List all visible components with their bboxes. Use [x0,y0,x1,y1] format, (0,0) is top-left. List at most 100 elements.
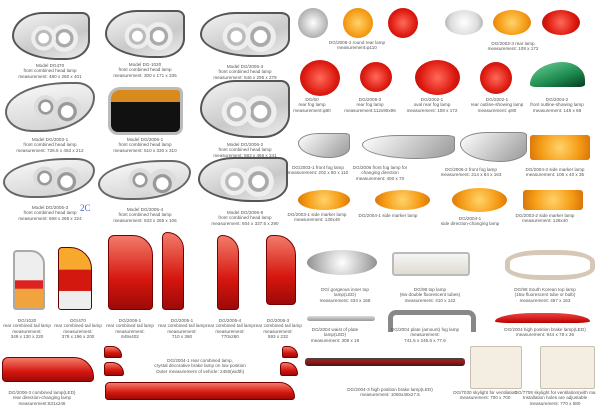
lamp-image [307,250,377,275]
caption-line: DG/2003-3 rear lamp [491,41,535,46]
caption-line: measurement: 480 x 260 x 401 [18,73,82,79]
caption-line: (6w double fluorescent tubes) [399,292,461,298]
caption-line: measurement:112x90x96 [344,107,396,113]
caption-line: measurement: [263,328,293,334]
product-caption: DG/2004-3 high position brake lamp(LED)m… [347,387,433,398]
caption-line: measurement: 546 x 295 x 279 [213,74,277,80]
product-caption: DG/2004 high position brake lamp(LED)mea… [504,327,585,338]
caption-line: DG/2006-3 combined lamp(LED) [8,390,76,395]
caption-line: Model DG/2003-1 [31,137,69,142]
caption-line: DG/2003-1 side marker lamp [287,212,347,217]
caption-line: DG/2004-2 [545,97,569,102]
caption-line: 770x260 [221,334,239,340]
caption-line: DG/2004 high position brake lamp(LED) [504,327,586,332]
caption-line: measurement:φ110 [337,45,377,51]
lamp-image [200,12,290,57]
lamp-image [2,357,94,382]
caption-line: measurement: 700 x 700 [459,395,511,401]
caption-line: measurement: 633 x 265 x 106 [113,217,177,223]
caption-line: measurement: 457 x 163 [519,297,571,303]
caption-line: DG/2005-1 [170,318,194,323]
lamp-image [108,235,153,310]
product-caption: DG/2004-1 side marker lamp [359,213,418,218]
lamp-image [217,235,239,310]
lamp-image [523,190,583,210]
caption-line: Model DG470 [35,63,65,68]
caption-line: front combined head lamp [218,147,272,153]
lamp-image [307,316,375,321]
caption-line: DG/2005-4 [218,318,242,323]
caption-line: front combined head lamp [23,142,77,148]
lamp-image [392,252,470,276]
lamp-image [108,87,183,135]
caption-line: Model DG/2005-4 [126,207,164,212]
caption-line: DG/470 [70,318,86,323]
caption-line: measurement: 148 x 68 [532,107,582,113]
lamp-image [460,132,527,162]
caption-line: DG/98 South Korean top lamp [514,287,576,292]
caption-line: DG/2006-3 [358,97,382,102]
caption-line: front combined head lamp [23,68,77,74]
caption-line: DG/98 top lamp [413,287,447,292]
caption-line: Model DG/2005-3 [31,205,69,210]
caption-line: front combined head lamp [118,212,172,218]
caption-line: 649x402 [121,334,139,340]
caption-line: measurement: [12,328,42,334]
caption-line: measurement: 668 x 265 x 324 [18,215,82,221]
caption-line: rear direction-changing lamp [12,395,72,401]
caption-line: lamp(LED) [334,292,356,298]
lamp-image [282,346,298,358]
caption-line: DG/60 [305,97,319,102]
caption-line: measurement: [410,332,440,338]
lamp-image [58,247,92,310]
caption-line: measurement: 108 x 172 [406,107,458,113]
caption-line: measurement: 308 x 18 [310,337,360,343]
caption-line: DG/2004-3 high position brake lamp(LED) [347,387,433,392]
lamp-image [493,10,531,35]
lamp-image [415,60,460,95]
lamp-image [300,60,340,96]
caption-line: measurement: 106 x 40 x 35 [525,172,585,178]
lamp-image [480,62,512,94]
caption-line: DG/7708 skylight for ventilation(with ma [514,390,596,395]
lamp-image [540,346,595,389]
lamp-image [105,382,295,400]
lamp-image [105,10,185,58]
lamp-image [200,80,290,138]
caption-line: rear combined tail lamp [158,323,206,329]
caption-line: front combined head lamp [23,210,77,216]
caption-line: front outline-showing lamp [530,102,584,108]
caption-line: side direction-changing lamp [440,221,500,227]
caption-line: rear outline-showing lamp [470,102,524,108]
caption-line: DG/2002-1 [485,97,509,102]
lamp-image [530,135,590,160]
caption-line: measurement: 604 x 337.5 x 290 [211,220,279,226]
caption-line: 741.5 x 245.6 x 77.6 [404,337,446,343]
caption-line: measurement: 128x40 [522,218,568,224]
caption-line: rear combined tail lamp [54,323,102,329]
caption-line: lamp(LED) [324,332,346,338]
caption-line: measurement: 108 x 172 [487,46,539,52]
caption-line: DG/2006 front fog lamp for [352,165,408,170]
caption-line: measurement: [215,328,245,334]
caption-line: measurement: 510 x 330 x 310 [113,147,177,153]
caption-line: rear combined tail lamp [106,323,154,329]
caption-line: 349 x 130 x 220 [10,334,44,340]
caption-line: measurement: 434 x 168 [319,297,371,303]
caption-line: measurement: 583 x 466 x 241 [213,152,277,158]
